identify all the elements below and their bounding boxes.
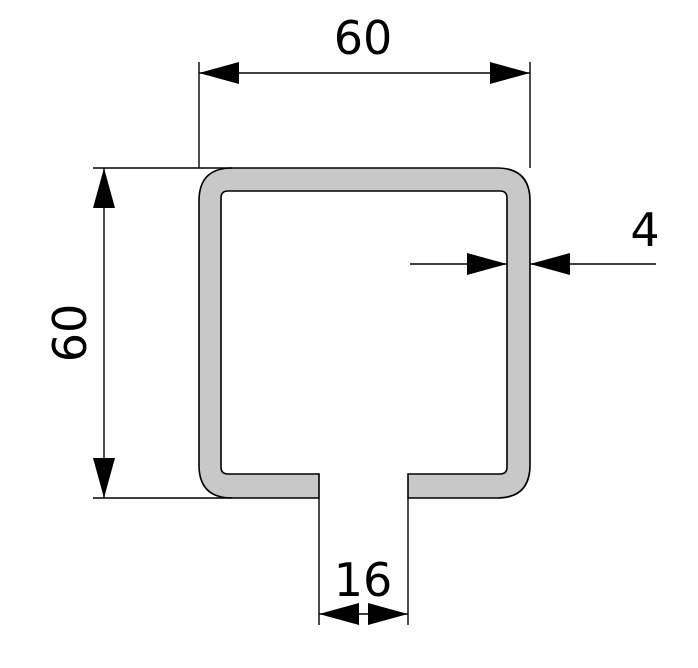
slot-dimension-label: 16 (334, 553, 393, 607)
profile-section (198, 167, 531, 499)
height-dimension-label: 60 (43, 304, 97, 363)
width-dimension-label: 60 (334, 11, 393, 65)
thickness-dimension-label: 4 (630, 203, 659, 257)
